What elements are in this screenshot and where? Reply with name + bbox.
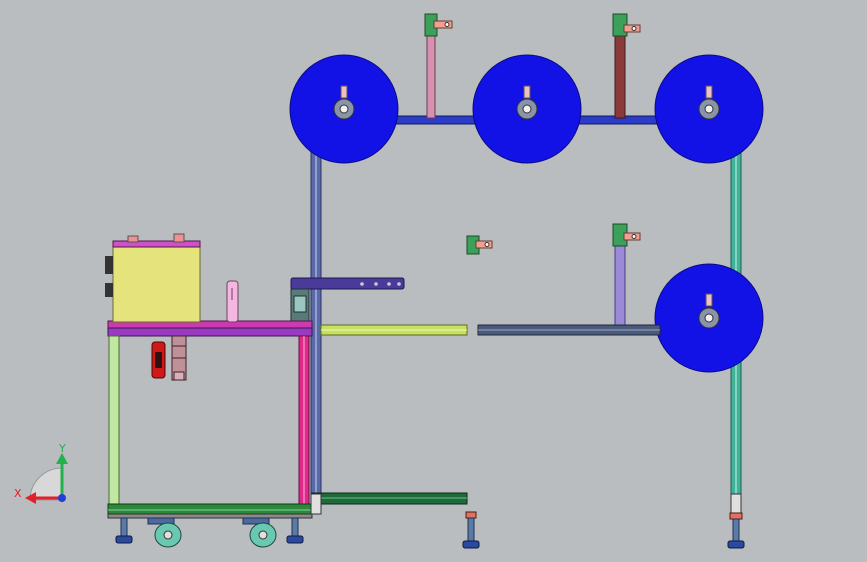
cart-left-leg <box>108 335 120 507</box>
x-arrow-head <box>25 492 36 504</box>
caster-right <box>242 517 277 548</box>
purple-arm <box>290 277 405 290</box>
y-axis-label: Y <box>58 442 66 455</box>
reel-2 <box>472 54 582 164</box>
cart-base-plate <box>107 513 313 519</box>
foot-4 <box>727 493 745 549</box>
z-axis-dot <box>58 494 66 502</box>
control-box <box>105 233 201 323</box>
floating-clamp <box>466 235 493 255</box>
foot-3 <box>462 511 480 549</box>
y-arrow-head <box>56 453 68 464</box>
x-axis-label: X <box>14 487 22 500</box>
caster-left <box>147 517 182 548</box>
top-beam-left <box>395 115 479 125</box>
guide-pillar <box>226 280 239 323</box>
clamp-top-right <box>612 13 641 37</box>
left-post-base <box>310 493 322 515</box>
foot-1 <box>115 517 133 544</box>
reel-4 <box>654 263 764 373</box>
cart-bottom-rail <box>107 503 313 517</box>
cart-top-plate <box>107 320 313 337</box>
clamp-middle-right <box>612 223 641 247</box>
red-coupling <box>151 341 166 379</box>
reel-3 <box>654 54 764 164</box>
reel-1 <box>289 54 399 164</box>
axis-triad: Y X <box>14 442 68 504</box>
clamp-top-left <box>424 13 453 37</box>
foot-2 <box>286 517 304 544</box>
sensor-bracket <box>290 288 310 323</box>
motor <box>171 335 187 381</box>
